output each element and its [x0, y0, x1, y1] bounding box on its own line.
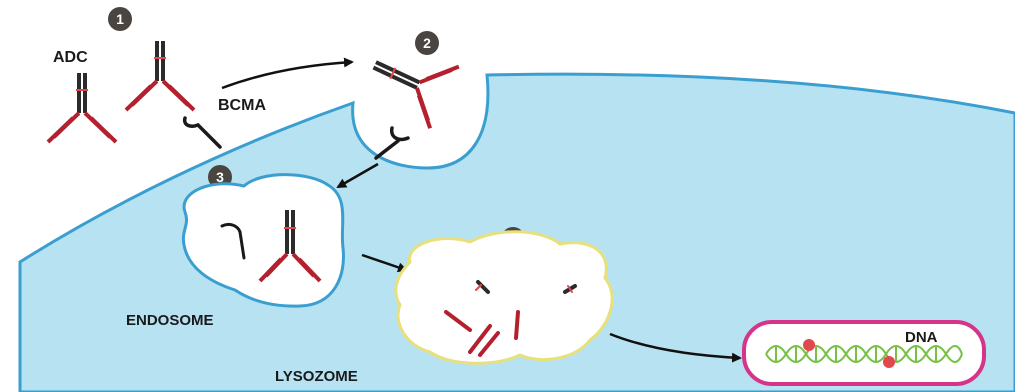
step-badge-2: 2 [415, 31, 439, 55]
payload-dot-1 [803, 339, 815, 351]
lysosome [396, 232, 612, 364]
svg-text:2: 2 [423, 35, 431, 51]
nucleus [744, 322, 984, 384]
endosome-label: ENDOSOME [126, 312, 214, 329]
adc-antibody-internalizing [360, 34, 459, 128]
step-badge-1: 1 [108, 7, 132, 31]
payload-dot-2 [883, 356, 895, 368]
svg-text:1: 1 [116, 11, 124, 27]
dna-label: DNA [905, 329, 938, 346]
bcma-receptor-internalizing [376, 128, 408, 158]
lysozome-label: LYSOZOME [275, 368, 358, 385]
adc-antibody-free [48, 73, 116, 142]
adc-label: ADC [53, 49, 88, 66]
bcma-label: BCMA [218, 97, 266, 114]
bcma-receptor [185, 118, 220, 147]
arrow-binding-to-internalization [222, 62, 352, 88]
adc-antibody-binding [126, 41, 194, 110]
